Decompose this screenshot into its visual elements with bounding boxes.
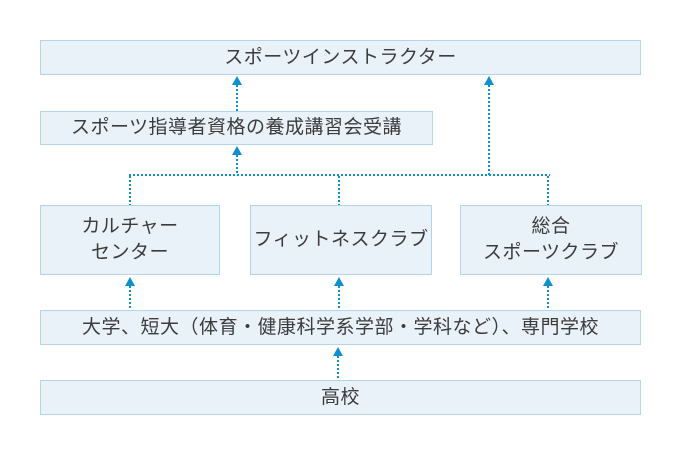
arrowhead-hub-to-training: [232, 146, 242, 155]
connector-university-to-culture: [129, 286, 131, 310]
fitness-club-label: フィットネスクラブ: [253, 229, 429, 250]
general-sports-club-label: 総合スポーツクラブ: [482, 216, 620, 263]
arrowhead-university-to-fitness: [334, 277, 344, 286]
training-course-label: スポーツ指導者資格の養成講習会受講: [70, 117, 403, 138]
highschool-label: 高校: [320, 386, 360, 408]
arrowhead-university-to-sportsclub: [543, 277, 553, 286]
connector-highschool-to-university: [337, 356, 339, 380]
fitness-club-box: フィットネスクラブ: [250, 205, 432, 275]
university-label: 大学、短大（体育・健康科学系学部・学科など）、専門学校: [81, 316, 599, 338]
training-course-box: スポーツ指導者資格の養成講習会受講: [40, 111, 433, 145]
culture-center-box: カルチャーセンター: [40, 205, 220, 275]
connector-hub-to-training: [236, 155, 238, 175]
connector-sportsclub-to-hub: [547, 176, 549, 205]
arrowhead-highschool-to-university: [333, 347, 343, 356]
instructor-box: スポーツインストラクター: [40, 40, 641, 75]
university-box: 大学、短大（体育・健康科学系学部・学科など）、専門学校: [40, 310, 641, 345]
connector-university-to-sportsclub: [547, 286, 549, 310]
connector-university-to-fitness: [338, 286, 340, 310]
arrowhead-hub-to-instructor: [484, 76, 494, 85]
highschool-box: 高校: [40, 380, 641, 415]
connector-fitness-to-hub: [338, 176, 340, 205]
connector-hub-to-instructor: [488, 85, 490, 175]
connector-training-to-instructor: [236, 85, 238, 111]
arrowhead-university-to-culture: [125, 277, 135, 286]
arrowhead-training-to-instructor: [232, 76, 242, 85]
instructor-label: スポーツインストラクター: [224, 46, 457, 68]
general-sports-club-box: 総合スポーツクラブ: [460, 205, 642, 275]
connector-culture-to-hub: [129, 176, 131, 205]
connector-hub-horizontal: [129, 174, 550, 176]
culture-center-label: カルチャーセンター: [81, 216, 179, 263]
